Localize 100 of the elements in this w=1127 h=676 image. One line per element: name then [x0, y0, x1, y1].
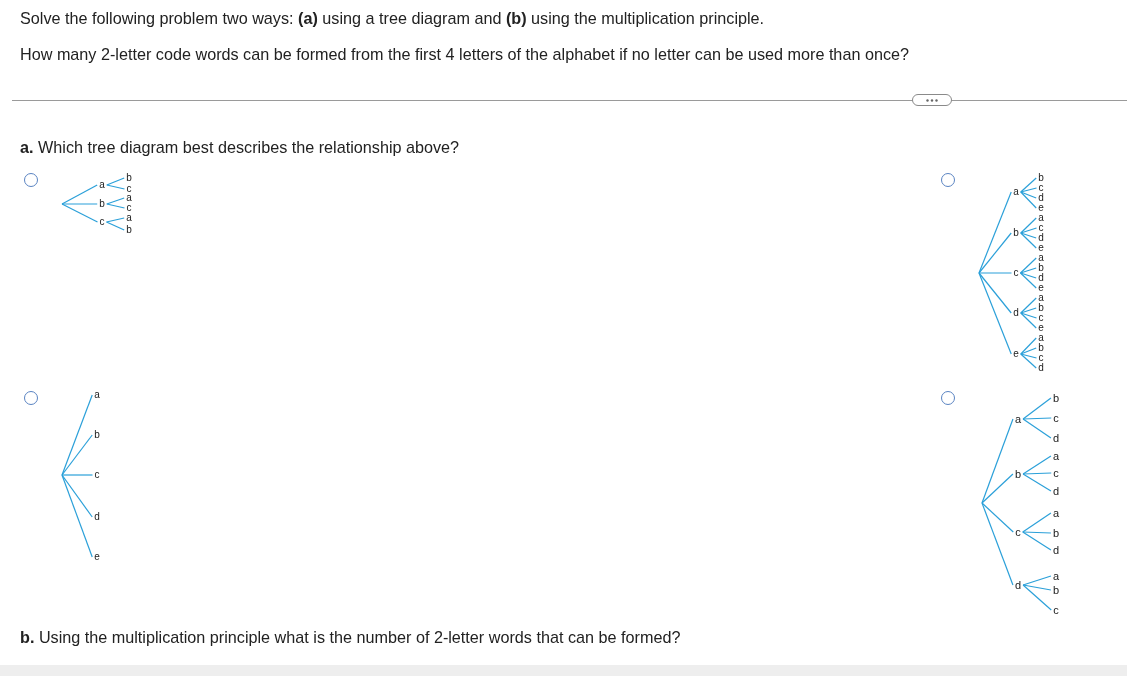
tree-branch [105, 217, 125, 223]
tree-branch [61, 184, 98, 205]
tree-branch [1020, 191, 1037, 199]
letter-label: b [1038, 303, 1044, 313]
tree-branch [978, 272, 1012, 314]
tree-branch [61, 203, 98, 205]
tree-branch [61, 474, 94, 476]
tree-branch [1022, 531, 1052, 534]
letter-label: c [1038, 223, 1044, 233]
tree-branch [106, 203, 126, 209]
letter-label: b [1014, 468, 1022, 480]
tree-branch [1020, 312, 1038, 319]
letter-label: b [1013, 228, 1019, 238]
letter-label: b [126, 225, 132, 235]
part-a-prompt: a. Which tree diagram best describes the relationship above? [20, 137, 460, 157]
tree-branch [1022, 531, 1052, 551]
tree-branch [1020, 347, 1037, 355]
letter-label: e [1038, 323, 1044, 333]
letter-label: d [94, 512, 100, 522]
tree-branch [61, 434, 93, 476]
question-text: How many 2-letter code words can be formed from the first 4 letters of the alphabet if no letter can be used more than once? [20, 44, 909, 64]
tree-branch [978, 272, 1013, 274]
letter-label: d [1038, 363, 1044, 373]
tree-branch [1022, 473, 1052, 492]
tree-branch [1020, 353, 1038, 359]
letter-label: a [1038, 293, 1044, 303]
letter-label: d [1038, 273, 1044, 283]
tree-branch [105, 221, 125, 231]
letter-label: d [1052, 544, 1060, 556]
letter-label: a [99, 180, 105, 190]
letter-label: e [1038, 243, 1044, 253]
letter-label: b [1038, 263, 1044, 273]
letter-label: c [1053, 467, 1059, 479]
letter-label: a [126, 193, 132, 203]
letter-label: e [1038, 283, 1044, 293]
letter-label: e [94, 552, 100, 562]
part-b-prompt: b. Using the multiplication principle what is the number of 2-letter words that can be formed? [20, 627, 681, 647]
letter-label: a [1038, 253, 1044, 263]
letter-label: b [1038, 173, 1044, 183]
tree-branch [1020, 232, 1037, 239]
letter-label: d [1014, 579, 1022, 591]
letter-label: e [1038, 203, 1044, 213]
letter-label: c [126, 203, 132, 213]
tree-branch [1022, 512, 1052, 533]
letter-label: b [99, 199, 105, 209]
tree-branch [978, 191, 1012, 274]
letter-label: c [1053, 604, 1059, 616]
tree-branch [978, 272, 1012, 355]
tree-branch [1022, 418, 1052, 439]
letter-label: a [1052, 570, 1060, 582]
tree-branch [1020, 353, 1037, 369]
letter-label: b [126, 173, 132, 183]
letter-label: c [1053, 412, 1059, 424]
tree-branch [1020, 337, 1037, 355]
tree-branch [61, 474, 93, 518]
tree-branch [1020, 177, 1037, 193]
tree-branch [1022, 397, 1052, 420]
tree-branch [981, 502, 1014, 533]
letter-label: c [94, 470, 100, 480]
tree-branch [1022, 472, 1052, 475]
letter-label: a [1038, 333, 1044, 343]
letter-label: d [1038, 233, 1044, 243]
tree-branch [981, 418, 1014, 504]
tree-branch [1020, 312, 1037, 329]
tree-branch [61, 203, 99, 223]
tree-branch [1020, 217, 1037, 234]
letter-label: a [1013, 187, 1019, 197]
letter-label: b [1052, 584, 1060, 596]
tree-branch [1022, 575, 1052, 586]
letter-label: b [1038, 343, 1044, 353]
tree-branch [61, 394, 93, 476]
tree-branch [1022, 584, 1052, 611]
tree-branch [981, 502, 1014, 586]
tree-branch [1022, 417, 1052, 420]
letter-label: c [1038, 353, 1044, 363]
letter-label: a [94, 390, 100, 400]
letter-label: c [1038, 183, 1044, 193]
letter-label: e [1013, 349, 1019, 359]
tree-branch [1020, 187, 1038, 193]
tree-branch [1020, 297, 1037, 314]
tree-branch [1019, 272, 1037, 289]
letter-label: a [1052, 450, 1060, 462]
letter-label: a [126, 213, 132, 223]
letter-label: b [1052, 392, 1060, 404]
letter-label: d [1038, 193, 1044, 203]
tree-branch [981, 473, 1014, 504]
tree-branch [1019, 267, 1037, 274]
letter-label: a [1052, 507, 1060, 519]
tree-branch [1020, 191, 1037, 209]
tree-branch [1020, 307, 1037, 314]
tree-branch [1019, 257, 1037, 274]
letter-label: c [1013, 268, 1019, 278]
tree-branch [1019, 272, 1037, 279]
tree-branch [106, 184, 126, 190]
letter-label: b [1052, 527, 1060, 539]
tree-branch [1020, 227, 1038, 234]
letter-label: b [94, 430, 100, 440]
tree-branch [978, 232, 1012, 274]
letter-label: c [99, 217, 105, 227]
letter-label: c [1038, 313, 1044, 323]
